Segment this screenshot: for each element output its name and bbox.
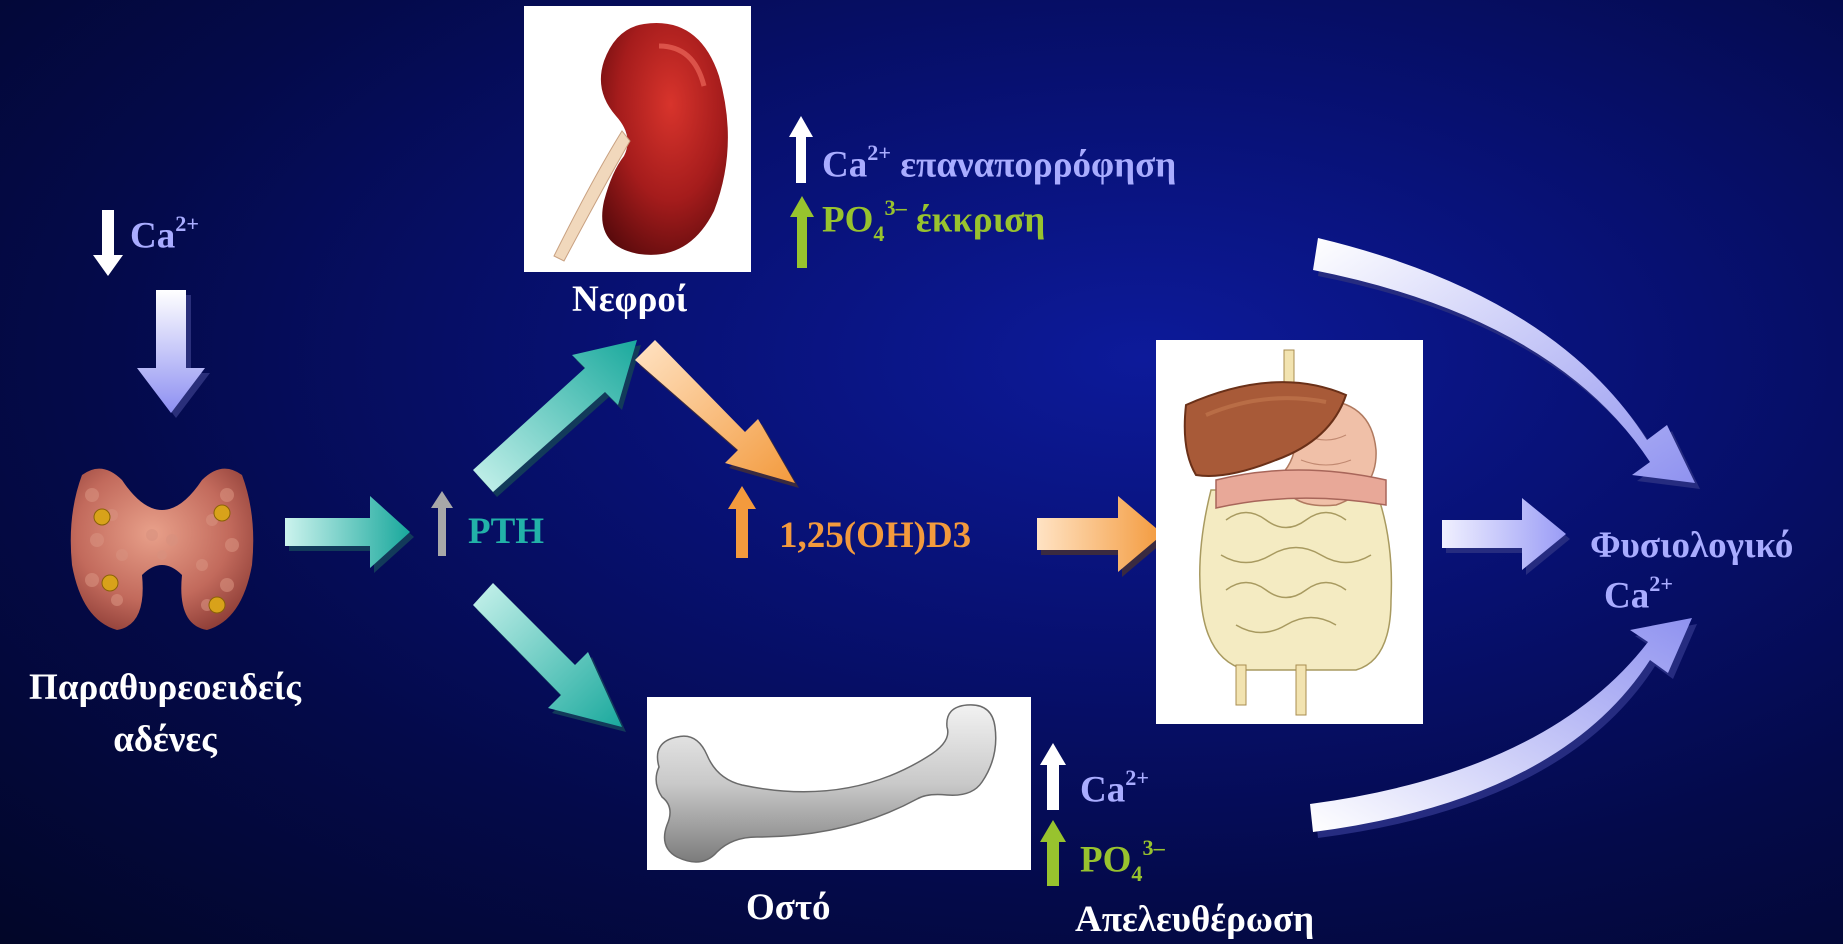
parathyroid-label-line2: αδένες <box>0 714 330 766</box>
result-label-line1: Φυσιολογικό <box>1590 524 1793 567</box>
low-calcium-label: Ca2+ <box>130 214 199 257</box>
bone-label: Οστό <box>746 886 830 929</box>
kidney-ca-reabsorption: Ca2+ επαναπορρόφηση <box>822 143 1176 186</box>
up-arrow-icon <box>431 491 453 556</box>
kidney-po4-excretion: PO43– έκκριση <box>822 198 1045 246</box>
parathyroid-label-line1: Παραθυρεοειδείς <box>0 662 330 714</box>
kidney-panel <box>524 6 751 272</box>
up-arrow-icon <box>728 486 756 558</box>
parathyroid-illustration <box>62 455 262 635</box>
bone-ca-label: Ca2+ <box>1080 768 1149 811</box>
bone-release-label: Απελευθέρωση <box>1075 898 1314 941</box>
kidney-label: Νεφροί <box>572 278 687 321</box>
arrow-to-result <box>1442 498 1570 575</box>
bone-icon <box>647 697 1031 870</box>
down-arrow-icon <box>93 210 123 276</box>
bone-po4-label: PO43– <box>1080 838 1165 886</box>
arrow-to-vitd <box>635 340 799 488</box>
up-arrow-icon <box>790 196 814 268</box>
vitamin-d-label: 1,25(OH)D3 <box>779 514 971 557</box>
kidney-icon <box>524 6 751 272</box>
arrow-to-bone <box>473 583 626 732</box>
up-arrow-icon <box>1040 743 1066 810</box>
pth-label: PTH <box>468 510 544 553</box>
result-calcium-label: Ca2+ <box>1604 574 1673 617</box>
digestive-icon <box>1156 340 1423 724</box>
digestive-panel <box>1156 340 1423 724</box>
arrow-to-gut <box>1037 496 1167 577</box>
parathyroid-label: Παραθυρεοειδείς αδένες <box>0 662 330 766</box>
arrow-to-kidneys <box>473 340 641 497</box>
up-arrow-icon <box>1040 820 1066 886</box>
bone-panel <box>647 697 1031 870</box>
arrow-to-parathyroid <box>137 290 210 418</box>
arrow-to-pth <box>285 496 414 573</box>
up-arrow-icon <box>789 116 813 183</box>
